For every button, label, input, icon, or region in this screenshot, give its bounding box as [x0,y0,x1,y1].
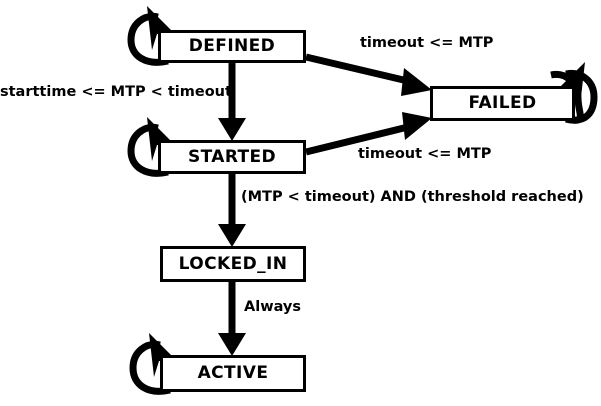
arrowhead-defined-self [147,6,175,50]
self-loop-started [127,117,175,177]
edge-label-started-to-locked-in: (MTP < timeout) AND (threshold reached) [241,189,584,205]
arrowhead-defined-failed [401,68,432,96]
edge-started-to-failed [305,112,432,156]
edge-label-defined-to-started: starttime <= MTP < timeout [0,84,232,100]
self-loop-defined [127,6,175,66]
self-loop-failed [550,62,598,124]
state-box-locked-in[interactable]: LOCKED_IN [160,246,306,282]
state-label-locked-in: LOCKED_IN [178,253,288,274]
edge-label-defined-to-failed: timeout <= MTP [360,35,494,51]
state-box-failed[interactable]: FAILED [430,86,575,121]
arrowhead-failed-self [557,62,585,106]
edge-locked-in-to-active [218,281,246,356]
arrowhead-locked-in-active [218,333,246,356]
state-box-active[interactable]: ACTIVE [160,355,306,392]
edge-defined-to-started [218,62,246,141]
edge-started-to-locked-in [218,173,246,247]
edge-defined-to-failed [305,53,432,96]
edge-label-locked-in-to-active: Always [244,299,302,315]
state-label-failed: FAILED [468,93,537,113]
arrowhead-started-locked-in [218,224,246,247]
arrowhead-started-failed [402,112,432,140]
state-label-started: STARTED [187,146,277,167]
state-label-active: ACTIVE [197,363,269,383]
edge-label-started-to-failed: timeout <= MTP [358,146,492,162]
state-box-started[interactable]: STARTED [158,140,306,174]
arrowhead-defined-started [218,118,246,141]
state-label-defined: DEFINED [188,36,276,56]
arrowhead-started-self [147,117,175,161]
state-box-defined[interactable]: DEFINED [158,30,306,63]
